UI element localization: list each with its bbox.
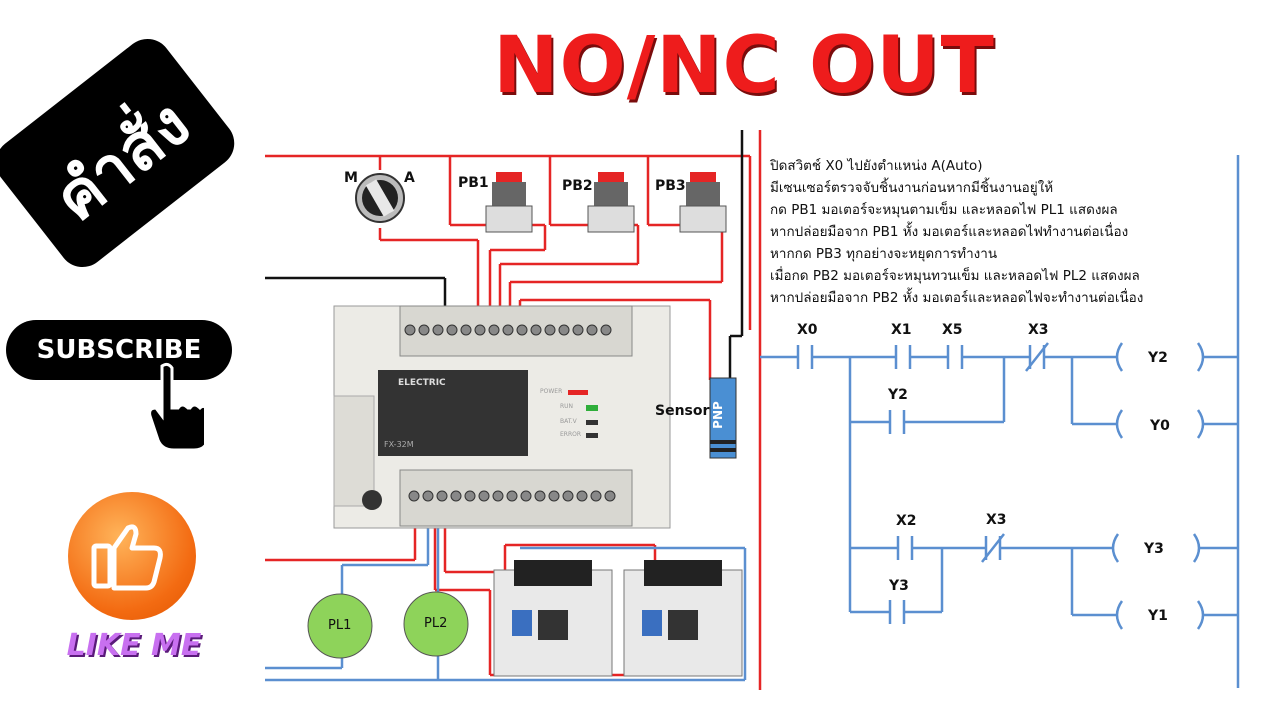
instruction-line: มีเซนเซอร์ตรวจจับชิ้นงานก่อนหากมีชิ้นงาน… — [770, 180, 1054, 196]
terminal-screw — [450, 490, 462, 502]
instruction-line: หากปล่อยมือจาก PB1 หั้ง มอเตอร์และหลอดไฟ… — [770, 224, 1129, 240]
terminal-screw — [432, 324, 444, 336]
contact-x5-label: X5 — [942, 322, 963, 338]
coil-y2-label: Y2 — [1148, 350, 1168, 366]
terminal-screw — [418, 324, 430, 336]
pb2-label: PB2 — [562, 178, 593, 194]
terminal-screw — [590, 490, 602, 502]
pb1-label: PB1 — [458, 175, 489, 191]
pnp-sensor — [709, 377, 737, 459]
contact-x3-label: X3 — [1028, 322, 1049, 338]
pilot-lamp-pl2 — [403, 591, 469, 657]
hand-pointer-icon — [148, 362, 204, 452]
pilot-lamp-pl1 — [307, 593, 373, 659]
pushbutton-pb1 — [485, 172, 533, 233]
thumbs-up-icon — [91, 524, 163, 591]
plc-model-label: FX-32M — [384, 440, 414, 449]
terminal-screw — [460, 324, 472, 336]
selector-a-label: A — [404, 170, 415, 186]
pl1-label: PL1 — [328, 618, 352, 633]
pushbutton-pb2 — [587, 172, 635, 233]
terminal-screw — [586, 324, 598, 336]
coil-y1-label: Y1 — [1148, 608, 1168, 624]
led-run-label: RUN — [560, 403, 574, 410]
coil-y0-label: Y0 — [1150, 418, 1170, 434]
terminal-screw — [558, 324, 570, 336]
instruction-line: กด PB1 มอเตอร์จะหมุนตามเข็ม และหลอดไฟ PL… — [770, 202, 1118, 218]
contact-x0-label: X0 — [797, 322, 818, 338]
contact-x1-label: X1 — [891, 322, 912, 338]
terminal-screw — [488, 324, 500, 336]
instruction-line: เมื่อกด PB2 มอเตอร์จะหมุนทวนเข็ม และหลอด… — [770, 268, 1140, 284]
led-power-label: POWER — [540, 388, 563, 395]
like-button[interactable] — [68, 492, 196, 620]
terminal-screw — [516, 324, 528, 336]
instruction-line: หากกด PB3 ทุกอย่างจะหยุดการทำงาน — [770, 246, 998, 262]
terminal-screw — [492, 490, 504, 502]
terminal-screw — [478, 490, 490, 502]
terminal-screw — [446, 324, 458, 336]
pushbutton-pb3 — [679, 172, 727, 233]
terminal-screw — [530, 324, 542, 336]
terminal-screw — [600, 324, 612, 336]
plc-unit — [333, 305, 671, 529]
led-error-label: ERROR — [560, 431, 582, 438]
terminal-screw — [436, 490, 448, 502]
like-label: LIKE ME — [66, 628, 202, 663]
terminal-screw — [562, 490, 574, 502]
contact-x3-rung2-label: X3 — [986, 512, 1007, 528]
instruction-text: ปิดสวิตช์ X0 ไปยังตำแหน่ง A(Auto) มีเซนเ… — [770, 155, 1230, 309]
contact-y2-label: Y2 — [888, 387, 908, 403]
pl2-label: PL2 — [424, 616, 448, 631]
page-title: NO/NC OUT — [493, 21, 995, 111]
contactor-2 — [623, 560, 743, 677]
terminal-screw — [408, 490, 420, 502]
instruction-line: หากปล่อยมือจาก PB2 หั้ง มอเตอร์และหลอดไฟ… — [770, 290, 1144, 306]
contactor-1 — [493, 560, 613, 677]
terminal-screw — [544, 324, 556, 336]
coil-y3-label: Y3 — [1144, 541, 1164, 557]
terminal-screw — [534, 490, 546, 502]
terminal-screw — [404, 324, 416, 336]
terminal-screw — [520, 490, 532, 502]
selector-switch — [355, 173, 405, 223]
contact-x2-label: X2 — [896, 513, 917, 529]
sensor-label: Sensor — [655, 403, 710, 419]
plc-terminals-bottom — [408, 490, 616, 502]
plc-brand-label: ELECTRIC — [398, 378, 446, 388]
contact-y3-label: Y3 — [889, 578, 909, 594]
selector-m-label: M — [344, 170, 358, 186]
instruction-line: ปิดสวิตช์ X0 ไปยังตำแหน่ง A(Auto) — [770, 158, 983, 174]
terminal-screw — [502, 324, 514, 336]
terminal-screw — [576, 490, 588, 502]
subscribe-button[interactable]: SUBSCRIBE — [6, 320, 232, 380]
terminal-screw — [604, 490, 616, 502]
pb3-label: PB3 — [655, 178, 686, 194]
terminal-screw — [506, 490, 518, 502]
terminal-screw — [572, 324, 584, 336]
black-wires — [265, 130, 744, 380]
plc-terminals-top — [404, 324, 612, 336]
terminal-screw — [422, 490, 434, 502]
led-batv-label: BAT.V — [560, 418, 577, 425]
terminal-screw — [464, 490, 476, 502]
terminal-screw — [548, 490, 560, 502]
terminal-screw — [474, 324, 486, 336]
